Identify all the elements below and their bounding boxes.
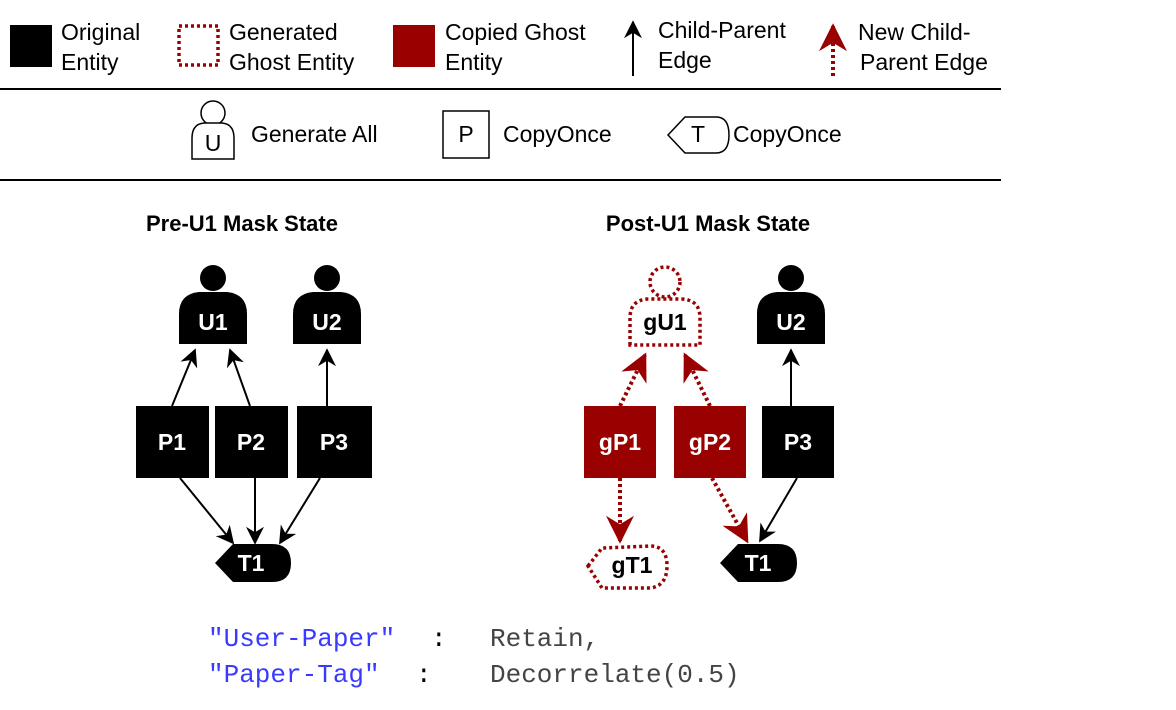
policy-user: U Generate All: [191, 100, 378, 160]
legend-edge-label-1: Child-Parent: [658, 17, 786, 43]
legend-copied-swatch: [393, 25, 435, 67]
policy-user-label: Generate All: [251, 121, 378, 147]
post-node-t1: T1: [720, 544, 797, 582]
legend-generated: Generated Ghost Entity: [177, 19, 355, 75]
policy-tag-label: CopyOnce: [733, 121, 842, 147]
edge-gp1-gu1: [618, 352, 647, 407]
pre-node-p3: P3: [297, 406, 372, 478]
config-sep: :: [431, 624, 447, 654]
pre-node-u1: U1: [179, 265, 247, 344]
edge-p2-u1: [226, 348, 251, 407]
post-node-gu1: gU1: [628, 265, 702, 347]
tag-icon: [720, 544, 797, 582]
legend-original: Original Entity: [10, 19, 140, 75]
config-key: "Paper-Tag": [208, 660, 380, 690]
post-node-gp2: gP2: [674, 406, 746, 478]
legend-copied: Copied Ghost Entity: [393, 19, 586, 75]
legend-copied-label-1: Copied Ghost: [445, 19, 586, 45]
pre-node-p1-label: P1: [158, 429, 186, 455]
pre-node-u1-label: U1: [198, 309, 228, 335]
legend-generated-label-1: Generated: [229, 19, 338, 45]
legend-original-swatch: [10, 25, 52, 67]
legend-generated-swatch: [177, 24, 220, 67]
legend-original-label-2: Entity: [61, 49, 119, 75]
policy-tag: T CopyOnce: [666, 116, 842, 154]
legend-generated-label-2: Ghost Entity: [229, 49, 355, 75]
config-sep: :: [416, 660, 432, 690]
pre-node-p3-label: P3: [320, 429, 348, 455]
post-node-u2: U2: [757, 265, 825, 344]
pre-node-u2: U2: [293, 265, 361, 344]
legend-edge: Child-Parent Edge: [624, 17, 786, 76]
legend-newedge-label-2: Parent Edge: [860, 49, 988, 75]
config-value: Retain,: [490, 624, 599, 654]
post-node-gp1: gP1: [584, 406, 656, 478]
user-outline-icon: [200, 100, 226, 126]
post-node-u2-label: U2: [776, 309, 805, 335]
edge-gp2-gu1: [683, 352, 712, 407]
policy-user-glyph: U: [205, 130, 222, 156]
tag-icon: [215, 544, 291, 582]
post-node-gp1-label: gP1: [599, 429, 641, 455]
policy-tag-glyph: T: [691, 121, 705, 147]
post-node-p3: P3: [762, 406, 834, 478]
legend-edge-label-2: Edge: [658, 47, 712, 73]
config-value: Decorrelate(0.5): [490, 660, 740, 690]
edge-gp2-t1: [710, 477, 749, 544]
pre-node-p1: P1: [136, 406, 209, 478]
legend-copied-label-2: Entity: [445, 49, 503, 75]
post-node-gt1-label: gT1: [612, 552, 653, 578]
legend-original-label-1: Original: [61, 19, 140, 45]
policy-paper-label: CopyOnce: [503, 121, 612, 147]
pre-node-t1: T1: [215, 544, 291, 582]
policy-paper: P CopyOnce: [442, 110, 612, 159]
pre-node-t1-label: T1: [238, 550, 265, 576]
post-title: Post-U1 Mask State: [606, 211, 810, 236]
pre-title: Pre-U1 Mask State: [146, 211, 338, 236]
edge-p3-t1: [759, 477, 798, 543]
config-key: "User-Paper": [208, 624, 395, 654]
ghost-user-icon: [648, 265, 682, 299]
legend-newedge-label-1: New Child-: [858, 19, 970, 45]
edge-p3-t1: [279, 477, 321, 545]
edge-p1-t1: [179, 477, 235, 545]
config-block: "User-Paper" : Retain, "Paper-Tag" : Dec…: [208, 624, 740, 690]
post-node-gp2-label: gP2: [689, 429, 731, 455]
post-node-p3-label: P3: [784, 429, 812, 455]
post-node-gu1-label: gU1: [643, 309, 687, 335]
ghost-user-body: [628, 297, 702, 347]
pre-node-p2-label: P2: [237, 429, 265, 455]
paper-outline-icon: [442, 110, 490, 159]
edge-p1-u1: [171, 348, 198, 407]
pre-node-u2-label: U2: [312, 309, 341, 335]
post-node-gt1: gT1: [585, 544, 669, 590]
post-node-t1-label: T1: [745, 550, 772, 576]
tag-outline-icon: [666, 116, 730, 154]
ghost-tag-icon: [585, 544, 669, 590]
user-outline-body: [191, 122, 235, 160]
post-edges: [606, 348, 800, 544]
pre-edges: [171, 348, 336, 545]
legend-newedge: New Child- Parent Edge: [819, 19, 988, 76]
policy-paper-glyph: P: [458, 121, 473, 147]
pre-node-p2: P2: [215, 406, 288, 478]
